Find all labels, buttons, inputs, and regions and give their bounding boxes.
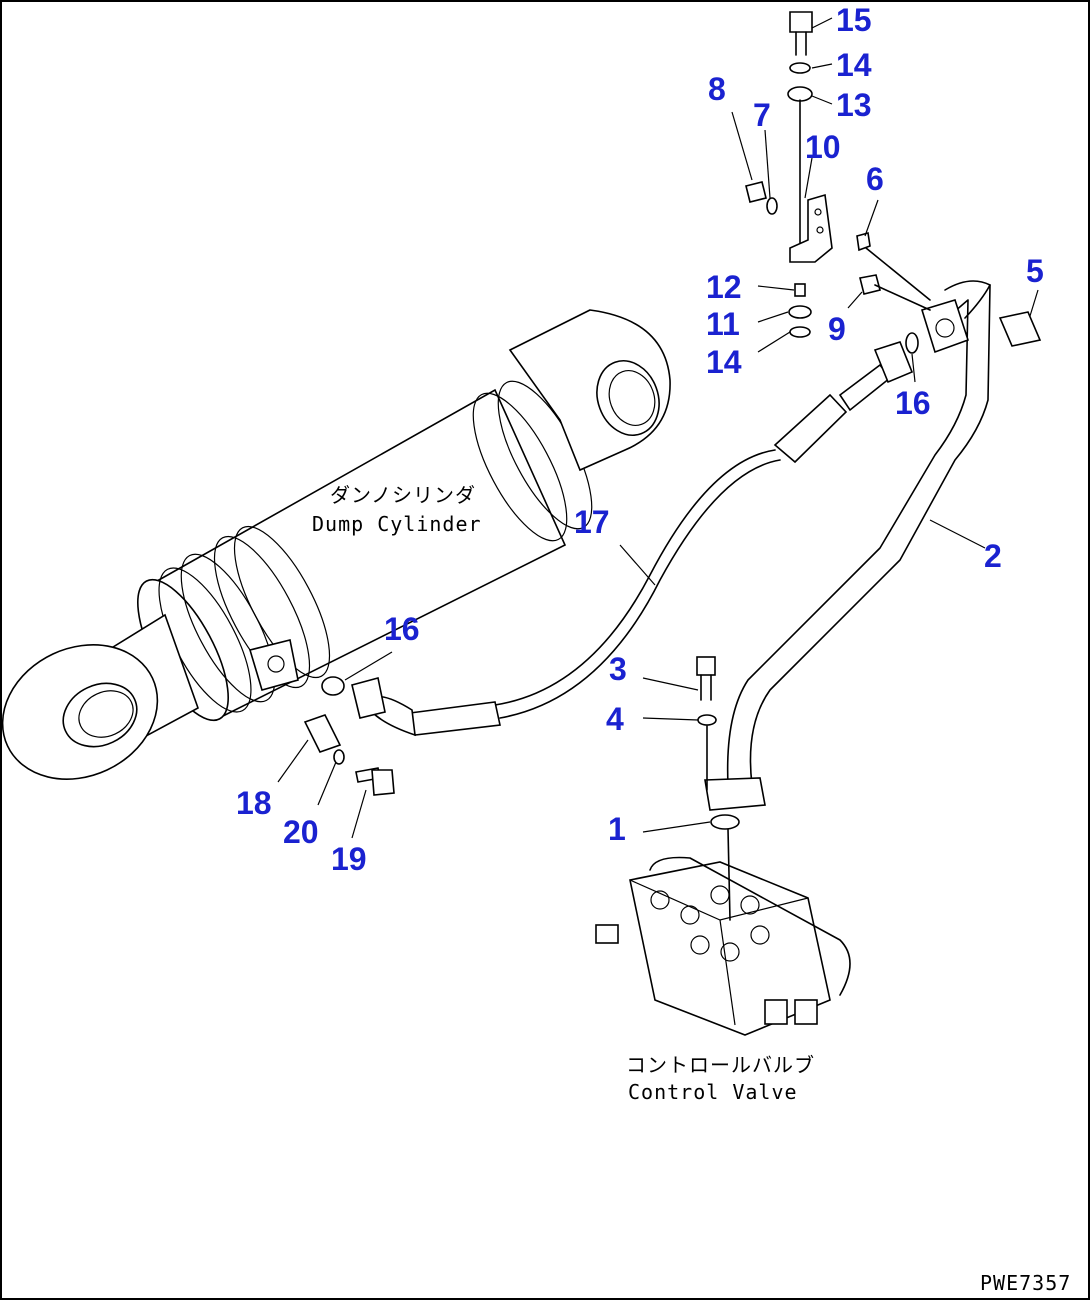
control-valve [595,856,851,1036]
callout-3: 3 [609,651,627,687]
callout-4: 4 [606,701,624,737]
callout-6: 6 [866,161,884,197]
captions: ダンノシリンダ Dump Cylinder コントロールバルブ Control … [312,483,1071,1295]
callout-2: 2 [984,538,1002,574]
callout-16-upper: 16 [895,385,931,421]
callout-14-upper: 14 [836,47,872,83]
control-valve-label-jp: コントロールバルブ [626,1053,815,1077]
callout-11: 11 [706,306,740,342]
hardware [303,11,1042,921]
leader-lines [277,17,1039,839]
dump-cylinder [1,309,671,780]
drawing-number: PWE7357 [980,1271,1071,1295]
callout-8: 8 [708,71,726,107]
callout-9: 9 [828,311,846,347]
callout-1: 1 [608,811,626,847]
control-valve-label-en: Control Valve [628,1080,798,1104]
callout-13: 13 [836,87,872,123]
callout-19: 19 [331,841,367,877]
callout-17: 17 [574,504,610,540]
callout-20: 20 [283,814,319,850]
dump-cylinder-label-en: Dump Cylinder [312,512,482,536]
callout-7: 7 [753,97,771,133]
hose-17 [351,341,914,737]
callout-16-lower: 16 [384,611,420,647]
callout-12: 12 [706,269,742,305]
callouts: 15 14 13 8 7 10 6 5 12 11 9 14 16 17 2 1… [236,2,1044,877]
callout-5: 5 [1026,253,1044,289]
callout-15: 15 [836,2,872,38]
callout-18: 18 [236,785,272,821]
pipe-2 [704,280,991,811]
callout-14-lower: 14 [706,344,742,380]
callout-10: 10 [805,129,841,165]
dump-cylinder-label-jp: ダンノシリンダ [330,483,476,507]
